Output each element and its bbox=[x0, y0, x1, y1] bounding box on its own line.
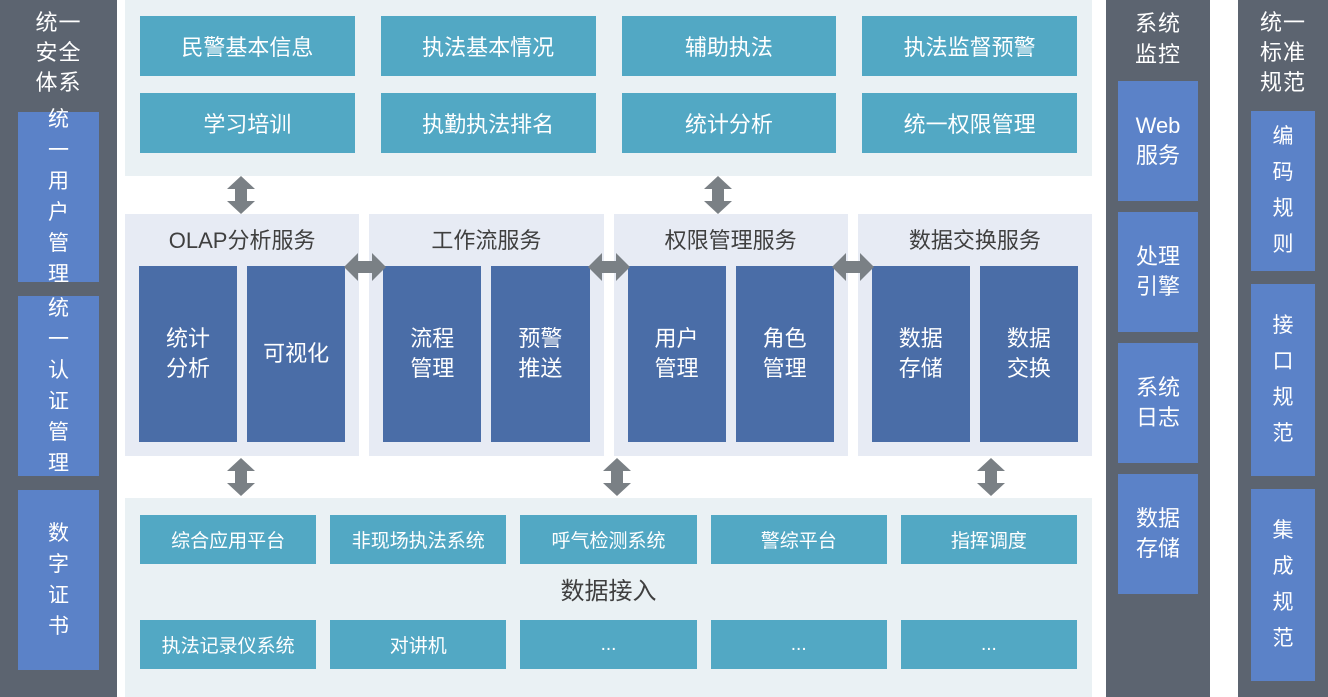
unified-standards-column-title: 统一 标准 规范 bbox=[1259, 10, 1306, 95]
service-box-user-management[interactable]: 用户 管理 bbox=[627, 266, 726, 442]
left-security-column-title: 统一 安全 体系 bbox=[35, 10, 82, 95]
service-panel-workflow-title: 工作流服务 bbox=[431, 228, 542, 253]
double-arrow-horizontal-icon bbox=[832, 250, 874, 284]
service-panel-olap-boxes: 统计 分析 可视化 bbox=[139, 266, 346, 442]
service-panel-olap: OLAP分析服务 统计 分析 可视化 bbox=[125, 214, 360, 456]
service-layer: OLAP分析服务 统计 分析 可视化 工作流服务 流程 管理 预警 推送 权限管… bbox=[125, 214, 1092, 456]
monitor-box-data-storage[interactable]: 数据 存储 bbox=[1118, 474, 1198, 594]
service-panel-workflow: 工作流服务 流程 管理 预警 推送 bbox=[369, 214, 604, 456]
app-box-enforcement-supervision-alert[interactable]: 执法监督预警 bbox=[862, 16, 1077, 76]
data-box-comprehensive-application-platform[interactable]: 综合应用平台 bbox=[140, 515, 317, 564]
app-box-police-basic-info[interactable]: 民警基本信息 bbox=[140, 16, 355, 76]
data-box-more-2[interactable]: ... bbox=[710, 620, 887, 669]
app-box-unified-permission-management[interactable]: 统一权限管理 bbox=[862, 93, 1077, 153]
monitor-box-processing-engine[interactable]: 处理 引擎 bbox=[1118, 212, 1198, 332]
double-arrow-vertical-icon bbox=[226, 176, 256, 214]
double-arrow-horizontal-icon bbox=[344, 250, 386, 284]
standard-box-coding-rules[interactable]: 编 码 规 则 bbox=[1251, 111, 1315, 271]
service-panel-data-exchange: 数据交换服务 数据 存储 数据 交换 bbox=[857, 214, 1092, 456]
app-box-duty-enforcement-ranking[interactable]: 执勤执法排名 bbox=[380, 93, 596, 153]
service-panel-permission-boxes: 用户 管理 角色 管理 bbox=[627, 266, 834, 442]
service-box-data-exchange[interactable]: 数据 交换 bbox=[979, 266, 1078, 442]
app-box-statistical-analysis[interactable]: 统计分析 bbox=[621, 93, 837, 153]
system-monitoring-column: 系统 监控 Web 服务 处理 引擎 系统 日志 数据 存储 bbox=[1106, 0, 1210, 697]
data-access-layer: 综合应用平台 非现场执法系统 呼气检测系统 警综平台 指挥调度 数据接入 执法记… bbox=[125, 498, 1092, 697]
double-arrow-horizontal-icon bbox=[588, 250, 630, 284]
security-box-unified-authentication-management[interactable]: 统 一 认 证 管 理 bbox=[18, 296, 99, 476]
data-box-more-3[interactable]: ... bbox=[900, 620, 1077, 669]
double-arrow-vertical-icon bbox=[226, 458, 256, 496]
data-access-label: 数据接入 bbox=[560, 578, 657, 605]
arrow-band-service-data bbox=[125, 456, 1092, 498]
double-arrow-vertical-icon bbox=[703, 176, 733, 214]
standard-box-integration-specification[interactable]: 集 成 规 范 bbox=[1251, 489, 1315, 681]
data-box-law-enforcement-recorder-system[interactable]: 执法记录仪系统 bbox=[140, 620, 317, 669]
data-box-command-dispatch[interactable]: 指挥调度 bbox=[900, 515, 1077, 564]
service-box-statistical-analysis[interactable]: 统计 分析 bbox=[139, 266, 238, 442]
service-box-alert-push[interactable]: 预警 推送 bbox=[491, 266, 590, 442]
data-access-row-top: 综合应用平台 非现场执法系统 呼气检测系统 警综平台 指挥调度 bbox=[140, 515, 1077, 564]
arrow-band-app-service bbox=[125, 176, 1092, 214]
monitor-box-system-log[interactable]: 系统 日志 bbox=[1118, 343, 1198, 463]
app-box-assisted-enforcement[interactable]: 辅助执法 bbox=[621, 16, 837, 76]
service-panel-data-exchange-boxes: 数据 存储 数据 交换 bbox=[871, 266, 1078, 442]
service-panel-olap-title: OLAP分析服务 bbox=[168, 228, 316, 253]
system-monitoring-column-title: 系统 监控 bbox=[1134, 11, 1181, 67]
security-box-unified-user-management[interactable]: 统 一 用 户 管 理 bbox=[18, 108, 99, 286]
service-panel-workflow-boxes: 流程 管理 预警 推送 bbox=[383, 266, 590, 442]
left-security-column: 统一 安全 体系 统 一 用 户 管 理 统 一 认 证 管 理 数 字 证 书 bbox=[0, 0, 117, 697]
service-panel-permission: 权限管理服务 用户 管理 角色 管理 bbox=[613, 214, 848, 456]
data-box-breath-test-system[interactable]: 呼气检测系统 bbox=[520, 515, 697, 564]
application-layer-grid: 民警基本信息 执法基本情况 辅助执法 执法监督预警 学习培训 执勤执法排名 统计… bbox=[140, 16, 1077, 153]
double-arrow-vertical-icon bbox=[602, 458, 632, 496]
app-box-learning-training[interactable]: 学习培训 bbox=[140, 93, 355, 153]
monitor-box-web-service[interactable]: Web 服务 bbox=[1118, 81, 1198, 201]
service-box-data-storage[interactable]: 数据 存储 bbox=[871, 266, 970, 442]
service-panel-data-exchange-title: 数据交换服务 bbox=[908, 228, 1041, 253]
data-box-walkie-talkie[interactable]: 对讲机 bbox=[330, 620, 507, 669]
data-box-offsite-enforcement-system[interactable]: 非现场执法系统 bbox=[330, 515, 507, 564]
service-box-process-management[interactable]: 流程 管理 bbox=[383, 266, 482, 442]
double-arrow-vertical-icon bbox=[976, 458, 1006, 496]
security-box-digital-certificate[interactable]: 数 字 证 书 bbox=[18, 490, 99, 670]
standard-box-interface-specification[interactable]: 接 口 规 范 bbox=[1251, 284, 1315, 476]
data-box-police-integrated-platform[interactable]: 警综平台 bbox=[710, 515, 887, 564]
main-content: 民警基本信息 执法基本情况 辅助执法 执法监督预警 学习培训 执勤执法排名 统计… bbox=[125, 0, 1092, 697]
application-layer: 民警基本信息 执法基本情况 辅助执法 执法监督预警 学习培训 执勤执法排名 统计… bbox=[125, 0, 1092, 176]
unified-standards-column: 统一 标准 规范 编 码 规 则 接 口 规 范 集 成 规 范 bbox=[1238, 0, 1328, 697]
app-box-enforcement-basics[interactable]: 执法基本情况 bbox=[380, 16, 596, 76]
service-panel-permission-title: 权限管理服务 bbox=[664, 228, 797, 253]
service-box-role-management[interactable]: 角色 管理 bbox=[735, 266, 834, 442]
data-box-more-1[interactable]: ... bbox=[520, 620, 697, 669]
service-box-visualization[interactable]: 可视化 bbox=[247, 266, 346, 442]
data-access-row-bottom: 执法记录仪系统 对讲机 ... ... ... bbox=[140, 620, 1077, 669]
